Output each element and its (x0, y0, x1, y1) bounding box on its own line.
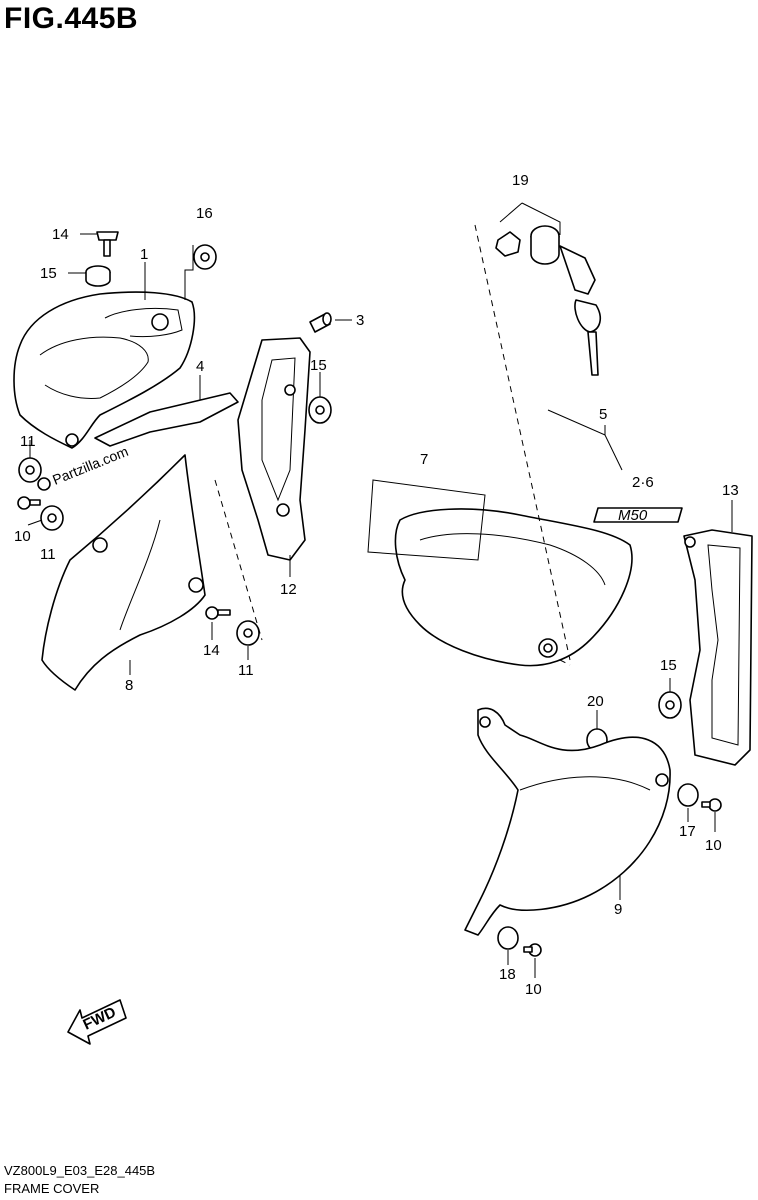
part-14-bolt-top[interactable] (96, 231, 119, 257)
part-15-grommet-middle[interactable] (308, 396, 332, 424)
callout-1: 1 (140, 246, 148, 263)
callout-4: 4 (196, 358, 204, 375)
diagram-caption: FRAME COVER (4, 1181, 100, 1196)
fwd-arrow: FWD (67, 999, 127, 1045)
callout-17: 17 (679, 823, 696, 840)
part-10-bolt-lower[interactable] (523, 943, 542, 957)
callout-10-right: 10 (705, 837, 722, 854)
part-1-left-cover[interactable] (13, 291, 196, 449)
callout-19: 19 (512, 172, 529, 189)
part-15-grommet-top[interactable] (85, 265, 111, 287)
callout-14-lower: 14 (203, 642, 220, 659)
part-14-bolt-lower[interactable] (205, 606, 231, 620)
part-19-lock-set[interactable] (495, 225, 602, 376)
part-4-strip[interactable] (94, 392, 239, 447)
part-11-grommet-lower[interactable] (236, 620, 260, 646)
callout-15-right: 15 (660, 657, 677, 674)
part-11-grommet-left-a[interactable] (18, 457, 42, 483)
callouts: 14 15 1 16 3 4 15 11 10 11 14 11 8 12 19… (14, 172, 739, 998)
callout-8: 8 (125, 677, 133, 694)
callout-15-middle: 15 (310, 357, 327, 374)
part-11-grommet-left-b[interactable] (40, 505, 64, 531)
callout-11-left-a: 11 (20, 433, 36, 450)
callout-15-top: 15 (40, 265, 57, 282)
part-12-bracket[interactable] (237, 337, 311, 561)
callout-14-top: 14 (52, 226, 69, 243)
part-8-lower-cover[interactable] (41, 454, 206, 691)
part-6-emblem[interactable]: M50 (593, 507, 683, 524)
callout-11-left-b: 11 (40, 546, 56, 563)
dashed-guides (214, 224, 571, 666)
callout-18: 18 (499, 966, 516, 983)
callout-16: 16 (196, 205, 213, 222)
callout-5: 5 (599, 406, 607, 423)
part-16-grommet[interactable] (193, 244, 217, 270)
callout-3: 3 (356, 312, 364, 329)
callout-7: 7 (420, 451, 428, 468)
diagram-code: VZ800L9_E03_E28_445B (4, 1163, 156, 1178)
emblem-text: M50 (618, 507, 648, 524)
part-10-bolt-left-b[interactable] (17, 496, 41, 510)
part-10-bolt-left-a[interactable] (37, 477, 51, 491)
callout-2-6: 2·6 (632, 474, 654, 491)
callout-20: 20 (587, 693, 604, 710)
callout-12: 12 (280, 581, 297, 598)
watermark: Partzilla.com (50, 443, 130, 488)
part-10-bolt-right[interactable] (701, 798, 722, 812)
part-15-grommet-right[interactable] (658, 691, 682, 719)
part-3-collar[interactable] (309, 312, 332, 333)
part-9-lower-cover[interactable] (464, 707, 671, 936)
figure-title: FIG.445B (4, 2, 139, 35)
callout-9: 9 (614, 901, 622, 918)
callout-10-lower: 10 (525, 981, 542, 998)
part-17-grommet[interactable] (677, 783, 699, 807)
part-7-main-cover[interactable] (394, 508, 633, 667)
leader-lines (27, 202, 733, 978)
part-18-grommet[interactable] (497, 926, 519, 950)
callout-11-lower: 11 (238, 662, 254, 679)
callout-13: 13 (722, 482, 739, 499)
callout-10-left: 10 (14, 528, 31, 545)
part-13-frame[interactable] (683, 529, 753, 766)
